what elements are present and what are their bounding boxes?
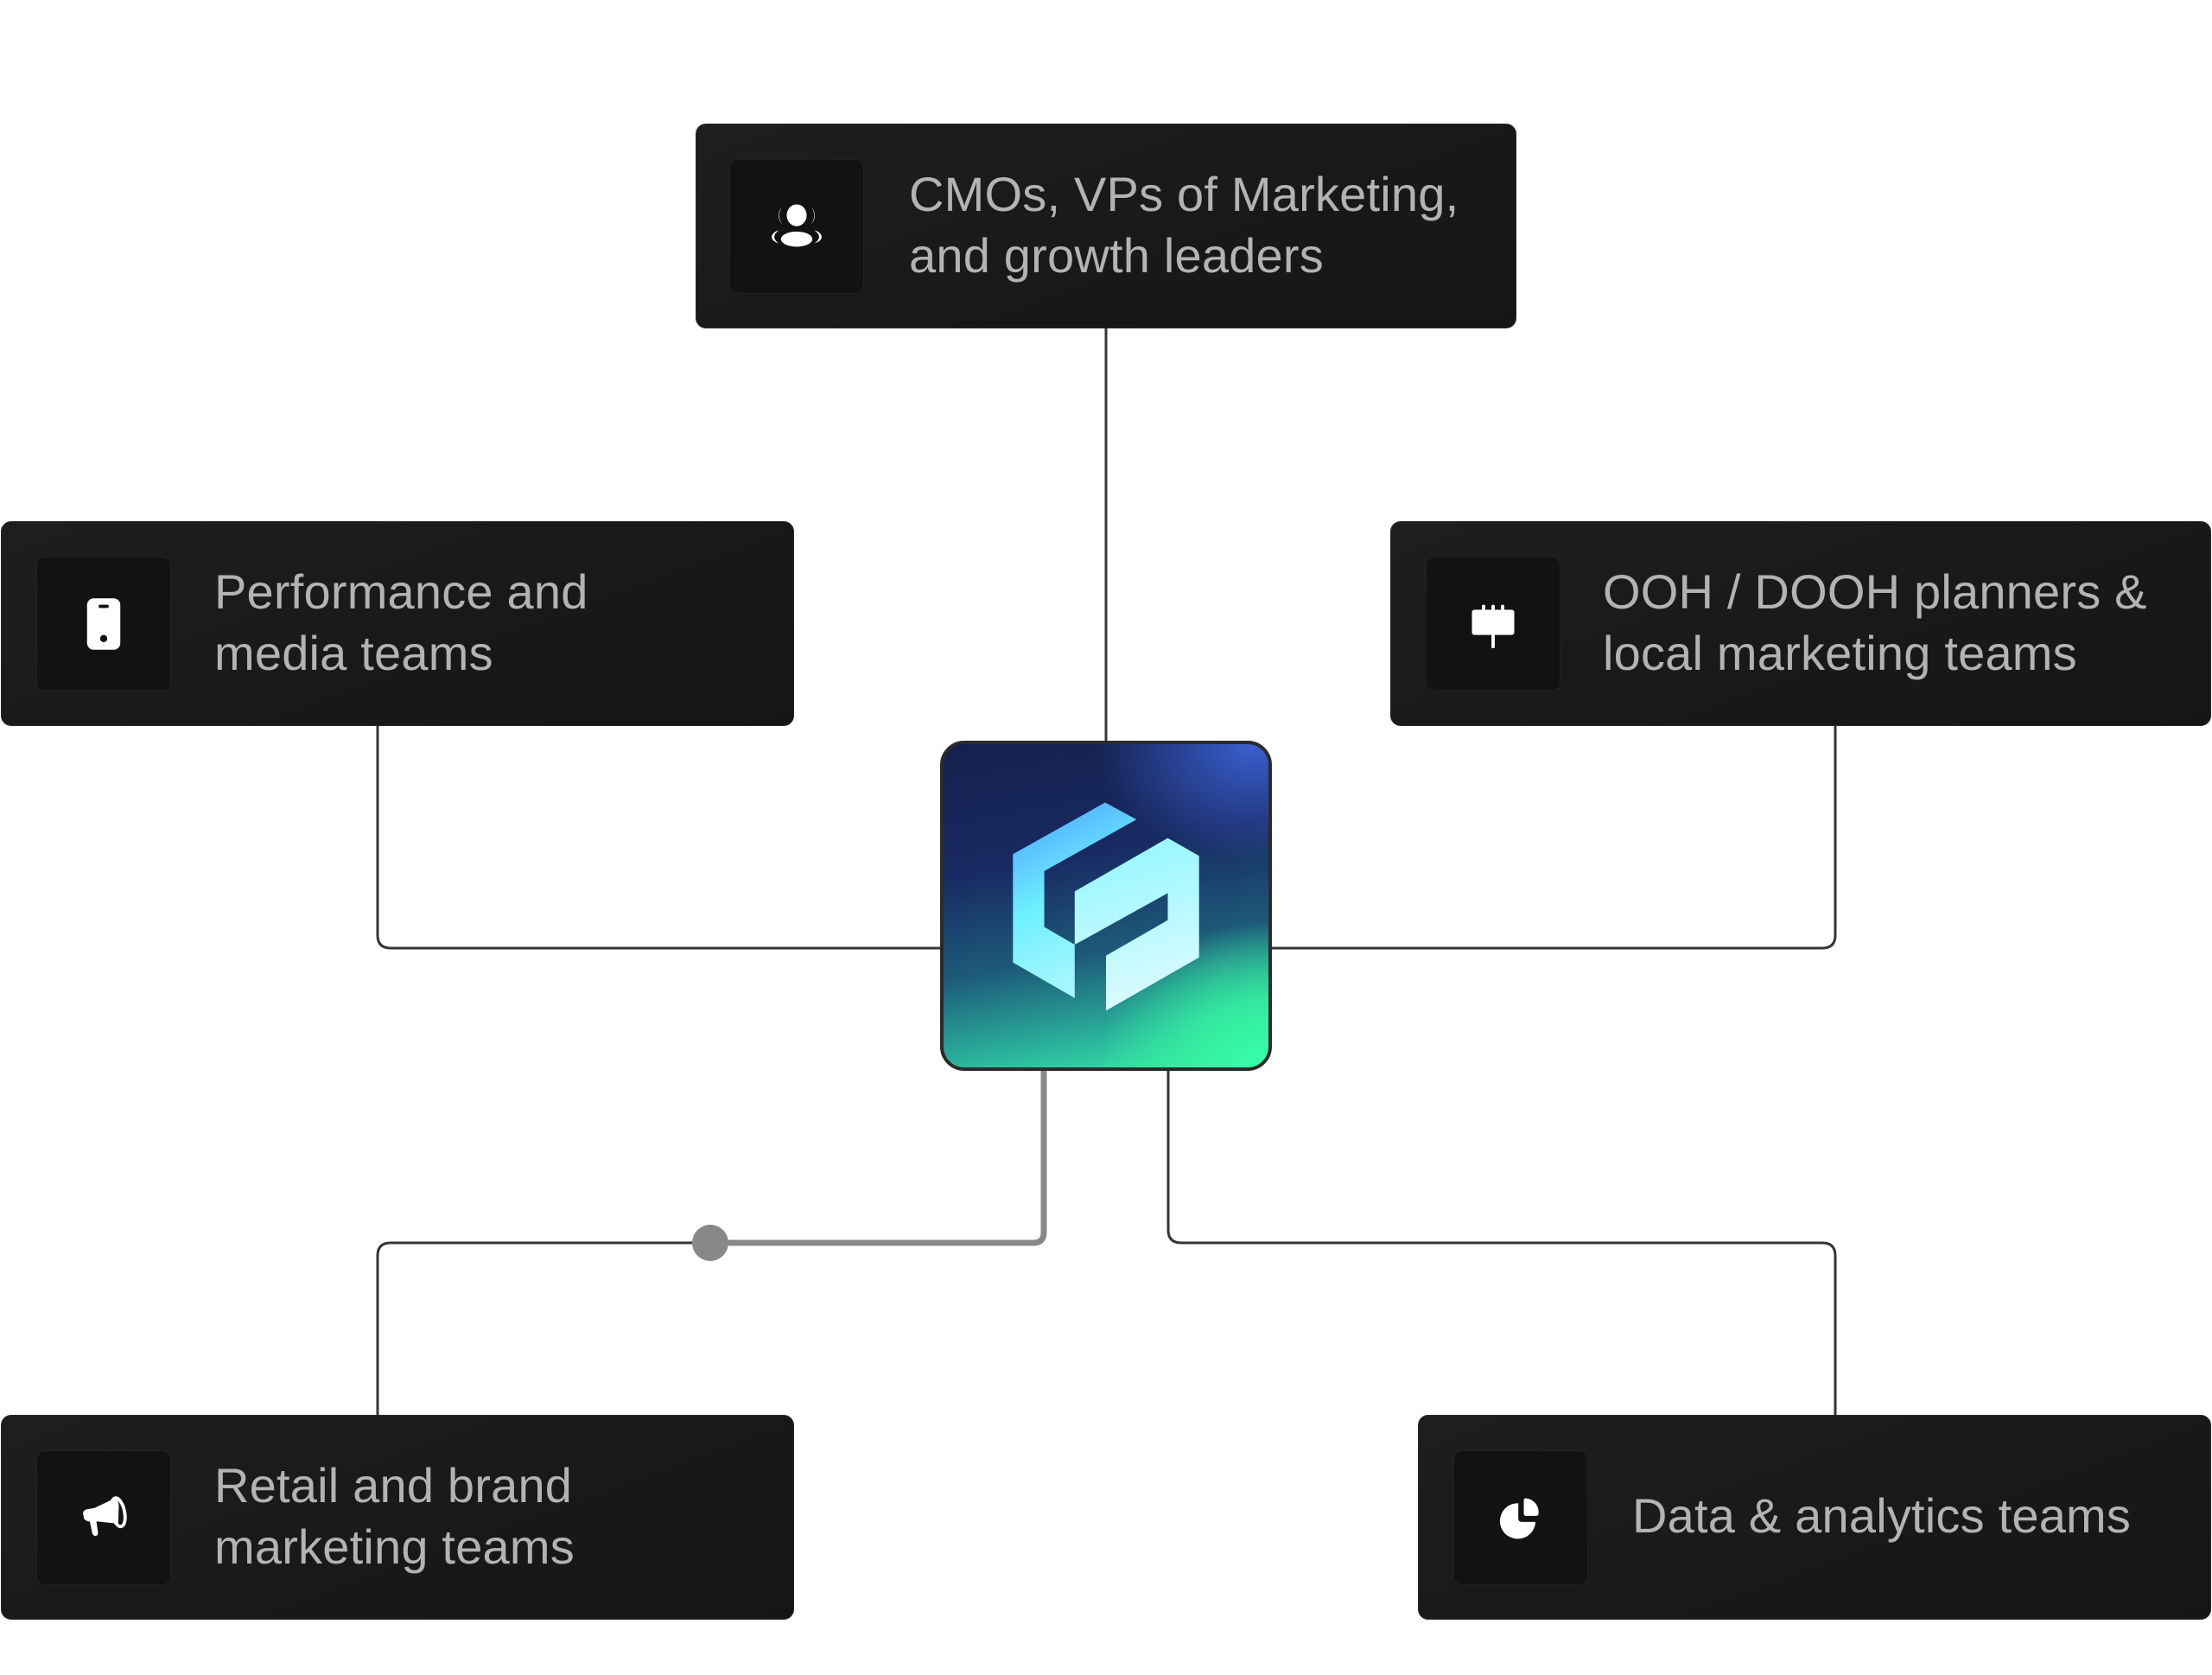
audience-label: CMOs, VPs of Marketing, and growth leade… [909, 167, 1459, 283]
audience-label: Data & analytics teams [1632, 1488, 2132, 1543]
audience-card-left[interactable]: Performance and media teams [1, 521, 794, 726]
audience-card-right[interactable]: OOH / DOOH planners & local marketing te… [1390, 521, 2211, 726]
users-group-icon [772, 204, 822, 247]
billboard-icon [1471, 604, 1515, 648]
connector-bottom-right [1166, 1071, 1837, 1415]
icon-box [36, 557, 171, 691]
connector-left [376, 726, 940, 950]
hexagon-logo-icon [1013, 802, 1199, 1011]
progress-dot[interactable] [692, 1225, 728, 1261]
audience-card-bottom-right[interactable]: Data & analytics teams [1418, 1415, 2211, 1620]
icon-box [36, 1450, 171, 1585]
audience-label: Retail and brand marketing teams [214, 1458, 575, 1574]
icon-box [1453, 1450, 1588, 1585]
hub-logo[interactable] [940, 741, 1272, 1071]
megaphone-icon [83, 1496, 127, 1536]
icon-box [1426, 557, 1560, 691]
icon-box [729, 159, 864, 294]
pie-chart-icon [1499, 1498, 1539, 1539]
audience-label: OOH / DOOH planners & local marketing te… [1603, 564, 2147, 680]
audience-card-bottom-left[interactable]: Retail and brand marketing teams [1, 1415, 794, 1620]
connector-right [1272, 726, 1837, 950]
audience-card-top[interactable]: CMOs, VPs of Marketing, and growth leade… [696, 124, 1516, 328]
smartphone-icon [86, 598, 121, 650]
connector-bottom-left [376, 1241, 710, 1415]
connector-bottom-left-highlight [710, 1071, 1047, 1246]
audience-label: Performance and media teams [214, 564, 588, 680]
